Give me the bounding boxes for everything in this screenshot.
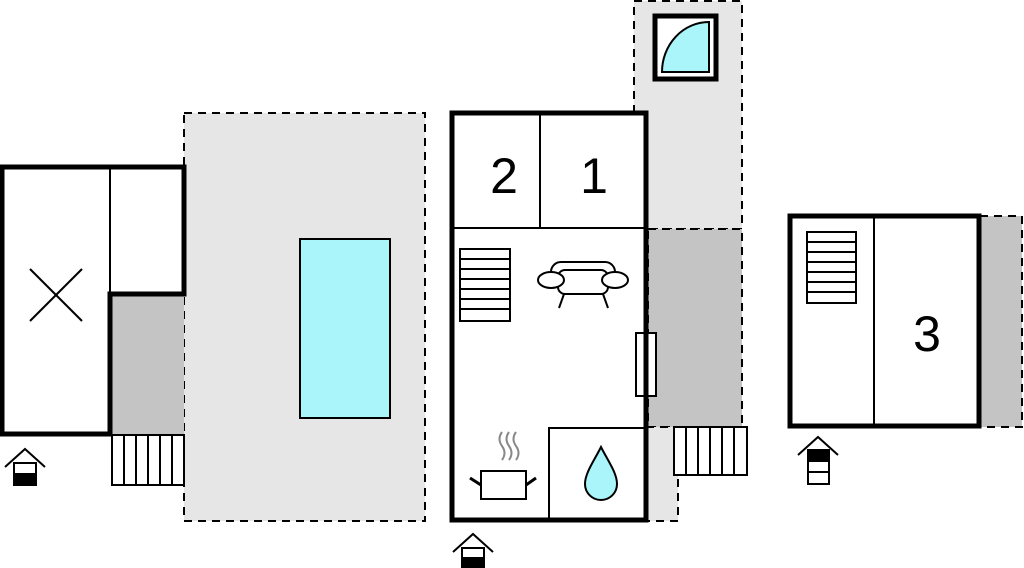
building-main: 2 1 <box>449 110 657 523</box>
covered-terrace-left <box>110 294 184 434</box>
entrance-arrow-icon <box>4 447 46 486</box>
steps-left <box>111 434 185 486</box>
covered-terrace-middle <box>647 228 743 428</box>
entrance-arrow-icon <box>797 435 839 485</box>
stairs-icon <box>459 248 511 322</box>
room-left-upper <box>110 167 184 294</box>
steps-middle <box>673 426 748 476</box>
skylight-window-icon <box>652 13 719 82</box>
room-number-2: 2 <box>490 148 518 204</box>
sofa-icon <box>537 261 629 309</box>
covered-terrace-right <box>979 215 1023 428</box>
pool <box>299 238 391 419</box>
building-right: 3 <box>787 213 982 429</box>
entrance-arrow-icon <box>452 532 494 568</box>
water-drop-icon <box>583 444 619 501</box>
stairs-icon <box>806 231 857 304</box>
bottom-strip-terrace <box>645 426 679 522</box>
room-number-3: 3 <box>913 306 941 362</box>
room-number-1: 1 <box>580 148 608 204</box>
room-table-area <box>2 167 110 434</box>
table-cross-icon <box>29 268 83 322</box>
building-left <box>0 164 187 437</box>
cooking-pot-icon <box>469 431 537 500</box>
